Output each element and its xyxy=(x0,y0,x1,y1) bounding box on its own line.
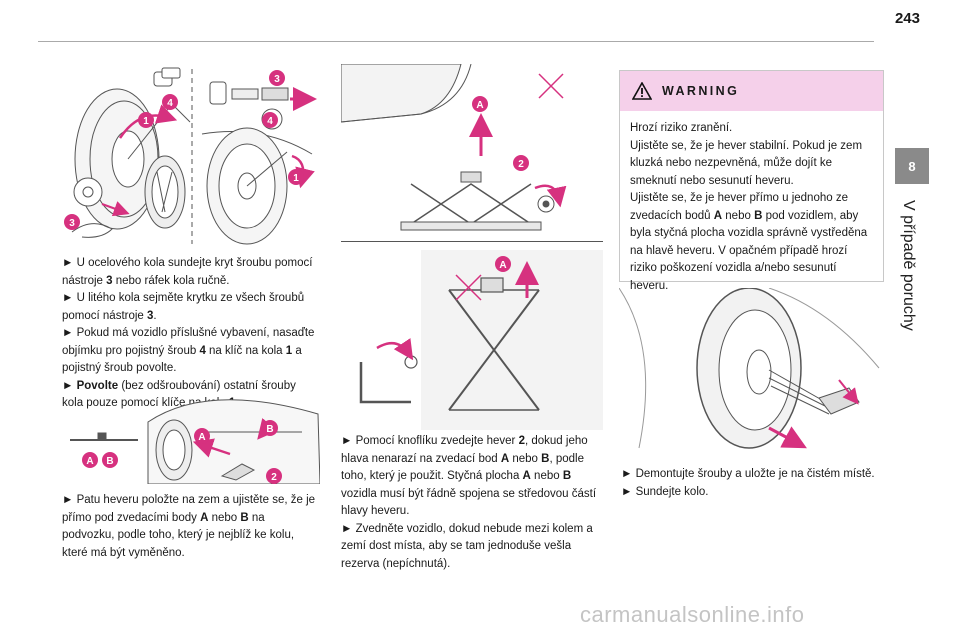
column2-instructions: ► Pomocí knoflíku zvedejte hever 2, doku… xyxy=(341,433,603,573)
callout-2-jack: 2 xyxy=(271,472,277,483)
callout-4b: 4 xyxy=(267,116,273,127)
callout-1a: 1 xyxy=(143,116,149,127)
watermark: carmanualsonline.info xyxy=(580,602,805,627)
warning-line: Ujistěte se, že je hever přímo u jednoho… xyxy=(630,192,868,292)
wheel-bolt-removal-illustration: 4 1 3 4 1 3 xyxy=(64,67,317,245)
instruction-para: ► U ocelového kola sundejte kryt šroubu … xyxy=(62,257,313,287)
instruction-para: ► Pomocí knoflíku zvedejte hever 2, doku… xyxy=(341,435,597,517)
instruction-para: ► U litého kola sejměte krytku ze všech … xyxy=(62,292,305,322)
callout-a: A xyxy=(86,456,93,467)
warning-box: WARNING Hrozí riziko zranění. Ujistěte s… xyxy=(619,70,884,292)
callout-b: B xyxy=(106,456,113,467)
column3-instructions: ► Demontujte šrouby a uložte je na čisté… xyxy=(621,466,883,501)
warning-line: Hrozí riziko zranění. xyxy=(630,122,733,134)
instruction-para: ► Zvedněte vozidlo, dokud nebude mezi ko… xyxy=(341,522,593,570)
chapter-tab: 8 xyxy=(895,148,929,184)
column1-instructions: ► U ocelového kola sundejte kryt šroubu … xyxy=(62,255,320,413)
callout-2-knob: 2 xyxy=(518,159,524,170)
callout-3b: 3 xyxy=(274,74,280,85)
instruction-para: ► Pokud má vozidlo příslušné vybavení, n… xyxy=(62,327,315,374)
instruction-para: ► Sundejte kolo. xyxy=(621,485,709,498)
wheel-removal-illustration xyxy=(619,288,880,449)
warning-body: Hrozí riziko zranění. Ujistěte se, že je… xyxy=(620,111,883,295)
instruction-para: ► Demontujte šrouby a uložte je na čisté… xyxy=(621,468,875,480)
jack-placement-illustration: A B A B 2 xyxy=(70,399,320,484)
callout-a-car: A xyxy=(198,432,205,443)
instruction-para: ► Patu heveru položte na zem a ujistěte … xyxy=(62,494,316,559)
column1-instructions-2: ► Patu heveru položte na zem a ujistěte … xyxy=(62,492,320,562)
jack-contact-detail-illustration: A xyxy=(359,250,603,430)
header-rule xyxy=(38,41,874,42)
callout-a-head: A xyxy=(476,100,483,111)
jack-raising-illustration: A 2 xyxy=(341,64,603,242)
page-number: 243 xyxy=(894,10,920,27)
callout-3a: 3 xyxy=(69,218,75,229)
warning-title: WARNING xyxy=(662,84,740,98)
callout-b-car: B xyxy=(266,424,273,435)
warning-header: WARNING xyxy=(620,71,883,111)
callout-a-contact: A xyxy=(499,260,506,271)
callout-1b: 1 xyxy=(293,173,299,184)
callout-4a: 4 xyxy=(167,98,173,109)
warning-triangle-icon xyxy=(632,82,652,100)
warning-line: Ujistěte se, že je hever stabilní. Pokud… xyxy=(630,139,863,187)
chapter-title: V případě poruchy xyxy=(900,200,917,331)
